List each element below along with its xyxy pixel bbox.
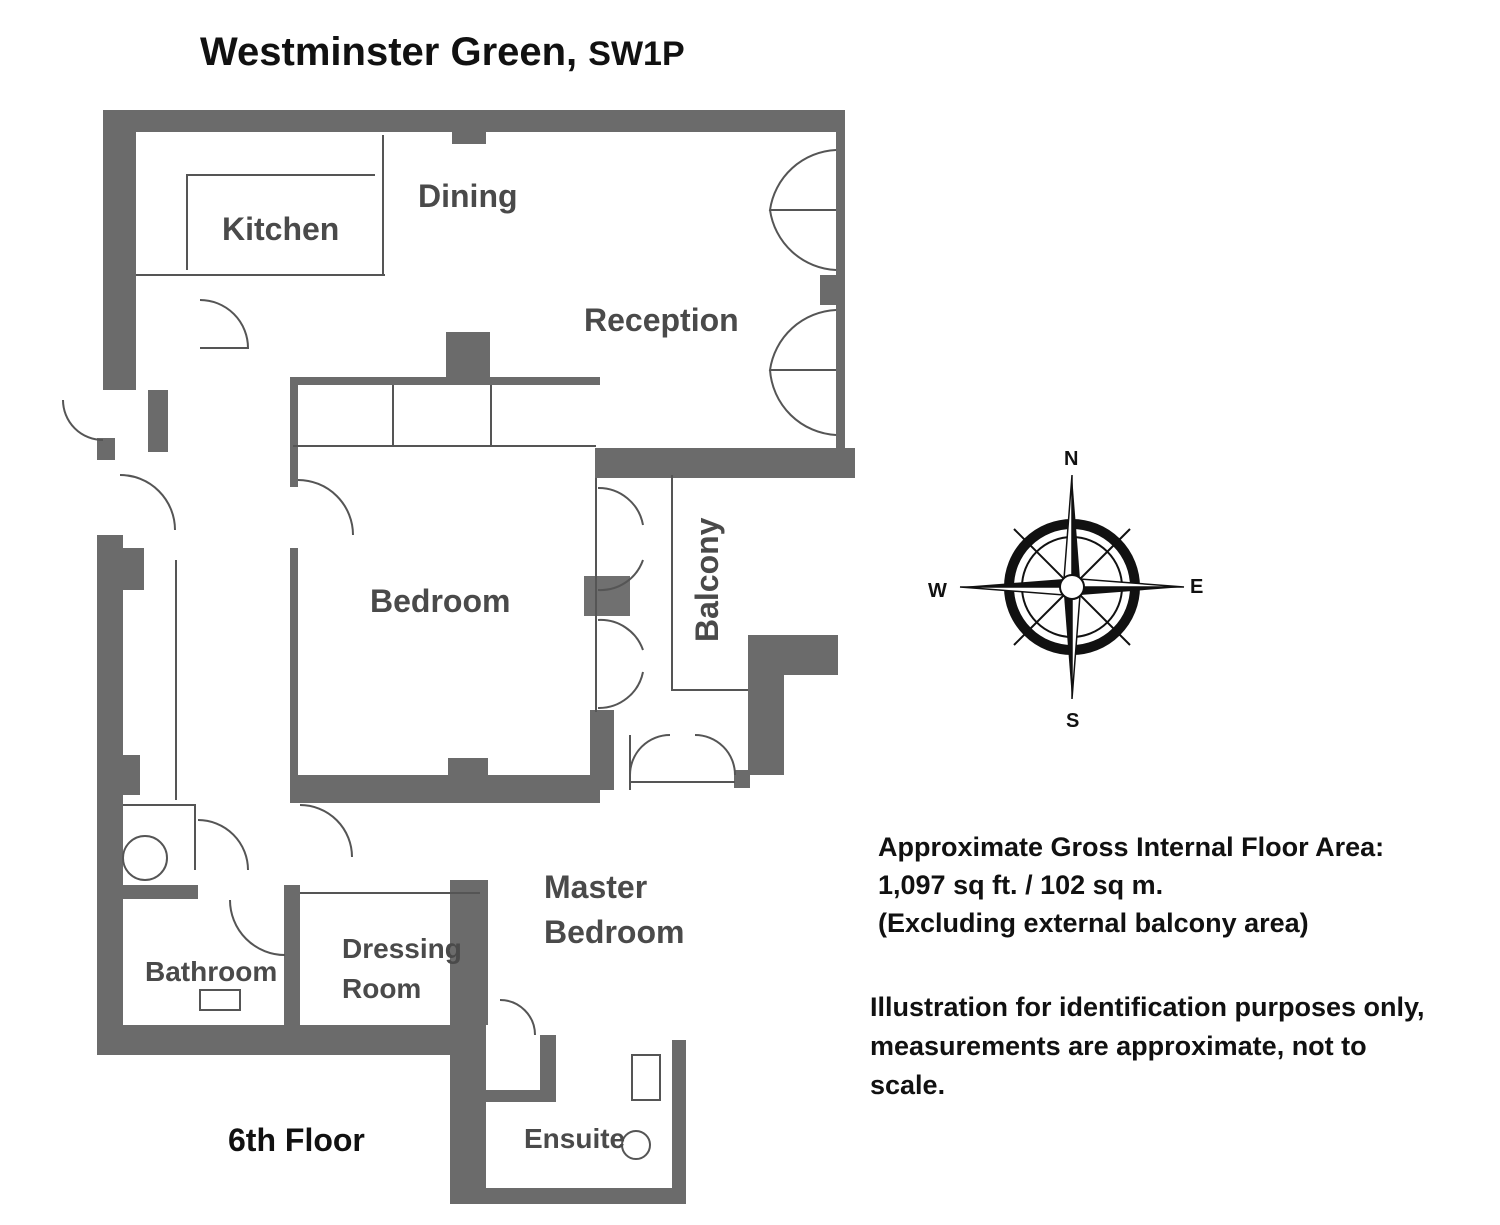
- disclaimer-line-3: scale.: [870, 1070, 946, 1100]
- door-hall2: [119, 474, 176, 531]
- label-master-2: Bedroom: [544, 914, 684, 950]
- wall-hall-top: [148, 390, 168, 452]
- wall-left-upper: [103, 110, 136, 390]
- door-balcony-right: [694, 734, 736, 776]
- disclaimer-line-1: Illustration for identification purposes…: [870, 992, 1425, 1022]
- door-reception-2: [769, 209, 837, 271]
- area-line-3: (Excluding external balcony area): [878, 908, 1309, 938]
- label-reception: Reception: [584, 302, 739, 338]
- wall-master-right: [748, 635, 784, 775]
- disclaimer-line-2: measurements are approximate, not to: [870, 1031, 1367, 1061]
- wall-top: [103, 110, 845, 132]
- label-balcony: Balcony: [689, 517, 725, 642]
- door-bedroom-balcony-1: [597, 486, 644, 526]
- floor-label: 6th Floor: [228, 1122, 365, 1158]
- title-postcode: SW1P: [588, 35, 685, 73]
- title-text: Westminster Green,: [200, 30, 589, 74]
- door-bedroom-balcony-4: [597, 671, 644, 710]
- column-bedroom-top: [446, 332, 490, 384]
- compass-n: N: [1064, 448, 1078, 470]
- wall-dressing-right: [450, 880, 488, 1025]
- wall-bedroom-left-upper: [290, 377, 298, 487]
- kitchen-counter: [186, 174, 375, 270]
- column-bedroom-right: [584, 576, 630, 616]
- balcony-outline: [671, 475, 748, 691]
- compass-s: S: [1066, 710, 1079, 732]
- area-line-2: 1,097 sq ft. / 102 sq m.: [878, 870, 1164, 900]
- label-bathroom: Bathroom: [145, 956, 277, 987]
- area-line-1: Approximate Gross Internal Floor Area:: [878, 832, 1385, 862]
- compass-center: [1059, 574, 1085, 600]
- door-reception-4: [769, 369, 837, 436]
- door-balcony-left: [629, 734, 671, 776]
- wall-ensuite-left: [450, 1020, 486, 1202]
- wall-bathroom-top: [118, 885, 198, 899]
- label-ensuite: Ensuite: [524, 1123, 625, 1154]
- door-reception-1: [768, 149, 837, 211]
- column-top: [452, 128, 486, 144]
- compass-e: E: [1190, 576, 1203, 598]
- column-bedroom-bottom: [448, 758, 488, 798]
- wc-wall: [123, 804, 196, 870]
- disclaimer: Illustration for identification purposes…: [870, 988, 1425, 1105]
- label-bedroom: Bedroom: [370, 583, 510, 619]
- wall-left-nib1: [118, 548, 144, 590]
- room-labels: Kitchen Dining Reception Bedroom Balcony…: [145, 178, 739, 1154]
- label-dining: Dining: [418, 178, 518, 214]
- label-kitchen: Kitchen: [222, 211, 339, 247]
- door-hall: [199, 299, 250, 349]
- wall-bathroom-right: [284, 885, 300, 1025]
- thin-lines: [62, 135, 837, 1160]
- door-bathroom: [229, 899, 286, 956]
- door-ensuite: [499, 999, 536, 1036]
- wall-ensuite-mid: [540, 1035, 556, 1100]
- wc-fixture: [122, 835, 168, 881]
- label-master-1: Master: [544, 869, 647, 905]
- label-dressing-1: Dressing: [342, 933, 462, 964]
- wall-bottom-left: [97, 1025, 457, 1055]
- area-info: Approximate Gross Internal Floor Area: 1…: [878, 828, 1384, 942]
- door-entry: [62, 399, 104, 441]
- wall-entry: [97, 438, 115, 460]
- door-reception-3: [768, 309, 837, 371]
- wall-master-nib: [734, 770, 750, 788]
- compass-arrow-s: [1064, 587, 1072, 699]
- wall-bedroom-left-lower: [290, 548, 298, 803]
- column-reception: [820, 275, 845, 305]
- wall-reception-bottom: [595, 448, 855, 478]
- door-bedroom-balcony-2: [597, 559, 644, 592]
- door-master: [299, 804, 353, 858]
- label-dressing-2: Room: [342, 973, 421, 1004]
- wall-bedroom-bottom: [290, 775, 600, 803]
- bathroom-sink: [199, 989, 241, 1011]
- compass-rose: N S E W: [928, 448, 1203, 732]
- wall-left-nib2: [118, 755, 140, 795]
- compass-arrow-w: [960, 579, 1072, 587]
- door-wc: [197, 819, 249, 871]
- compass-w: W: [928, 580, 947, 602]
- wall-ensuite-top: [486, 1090, 556, 1102]
- wall-ensuite-right: [672, 1040, 686, 1204]
- walls: [97, 110, 855, 1204]
- wall-bedroom-top: [290, 377, 600, 385]
- wall-ensuite-bottom: [450, 1188, 684, 1204]
- wall-bedroom-right-lower: [590, 710, 614, 790]
- compass-arrow-n: [1072, 475, 1080, 587]
- plan-title: Westminster Green, SW1P: [200, 30, 685, 75]
- ensuite-bath: [631, 1054, 661, 1101]
- door-bedroom: [297, 479, 354, 536]
- door-bedroom-balcony-3: [597, 618, 644, 651]
- ensuite-wc: [621, 1130, 651, 1160]
- compass-arrow-e: [1072, 587, 1184, 595]
